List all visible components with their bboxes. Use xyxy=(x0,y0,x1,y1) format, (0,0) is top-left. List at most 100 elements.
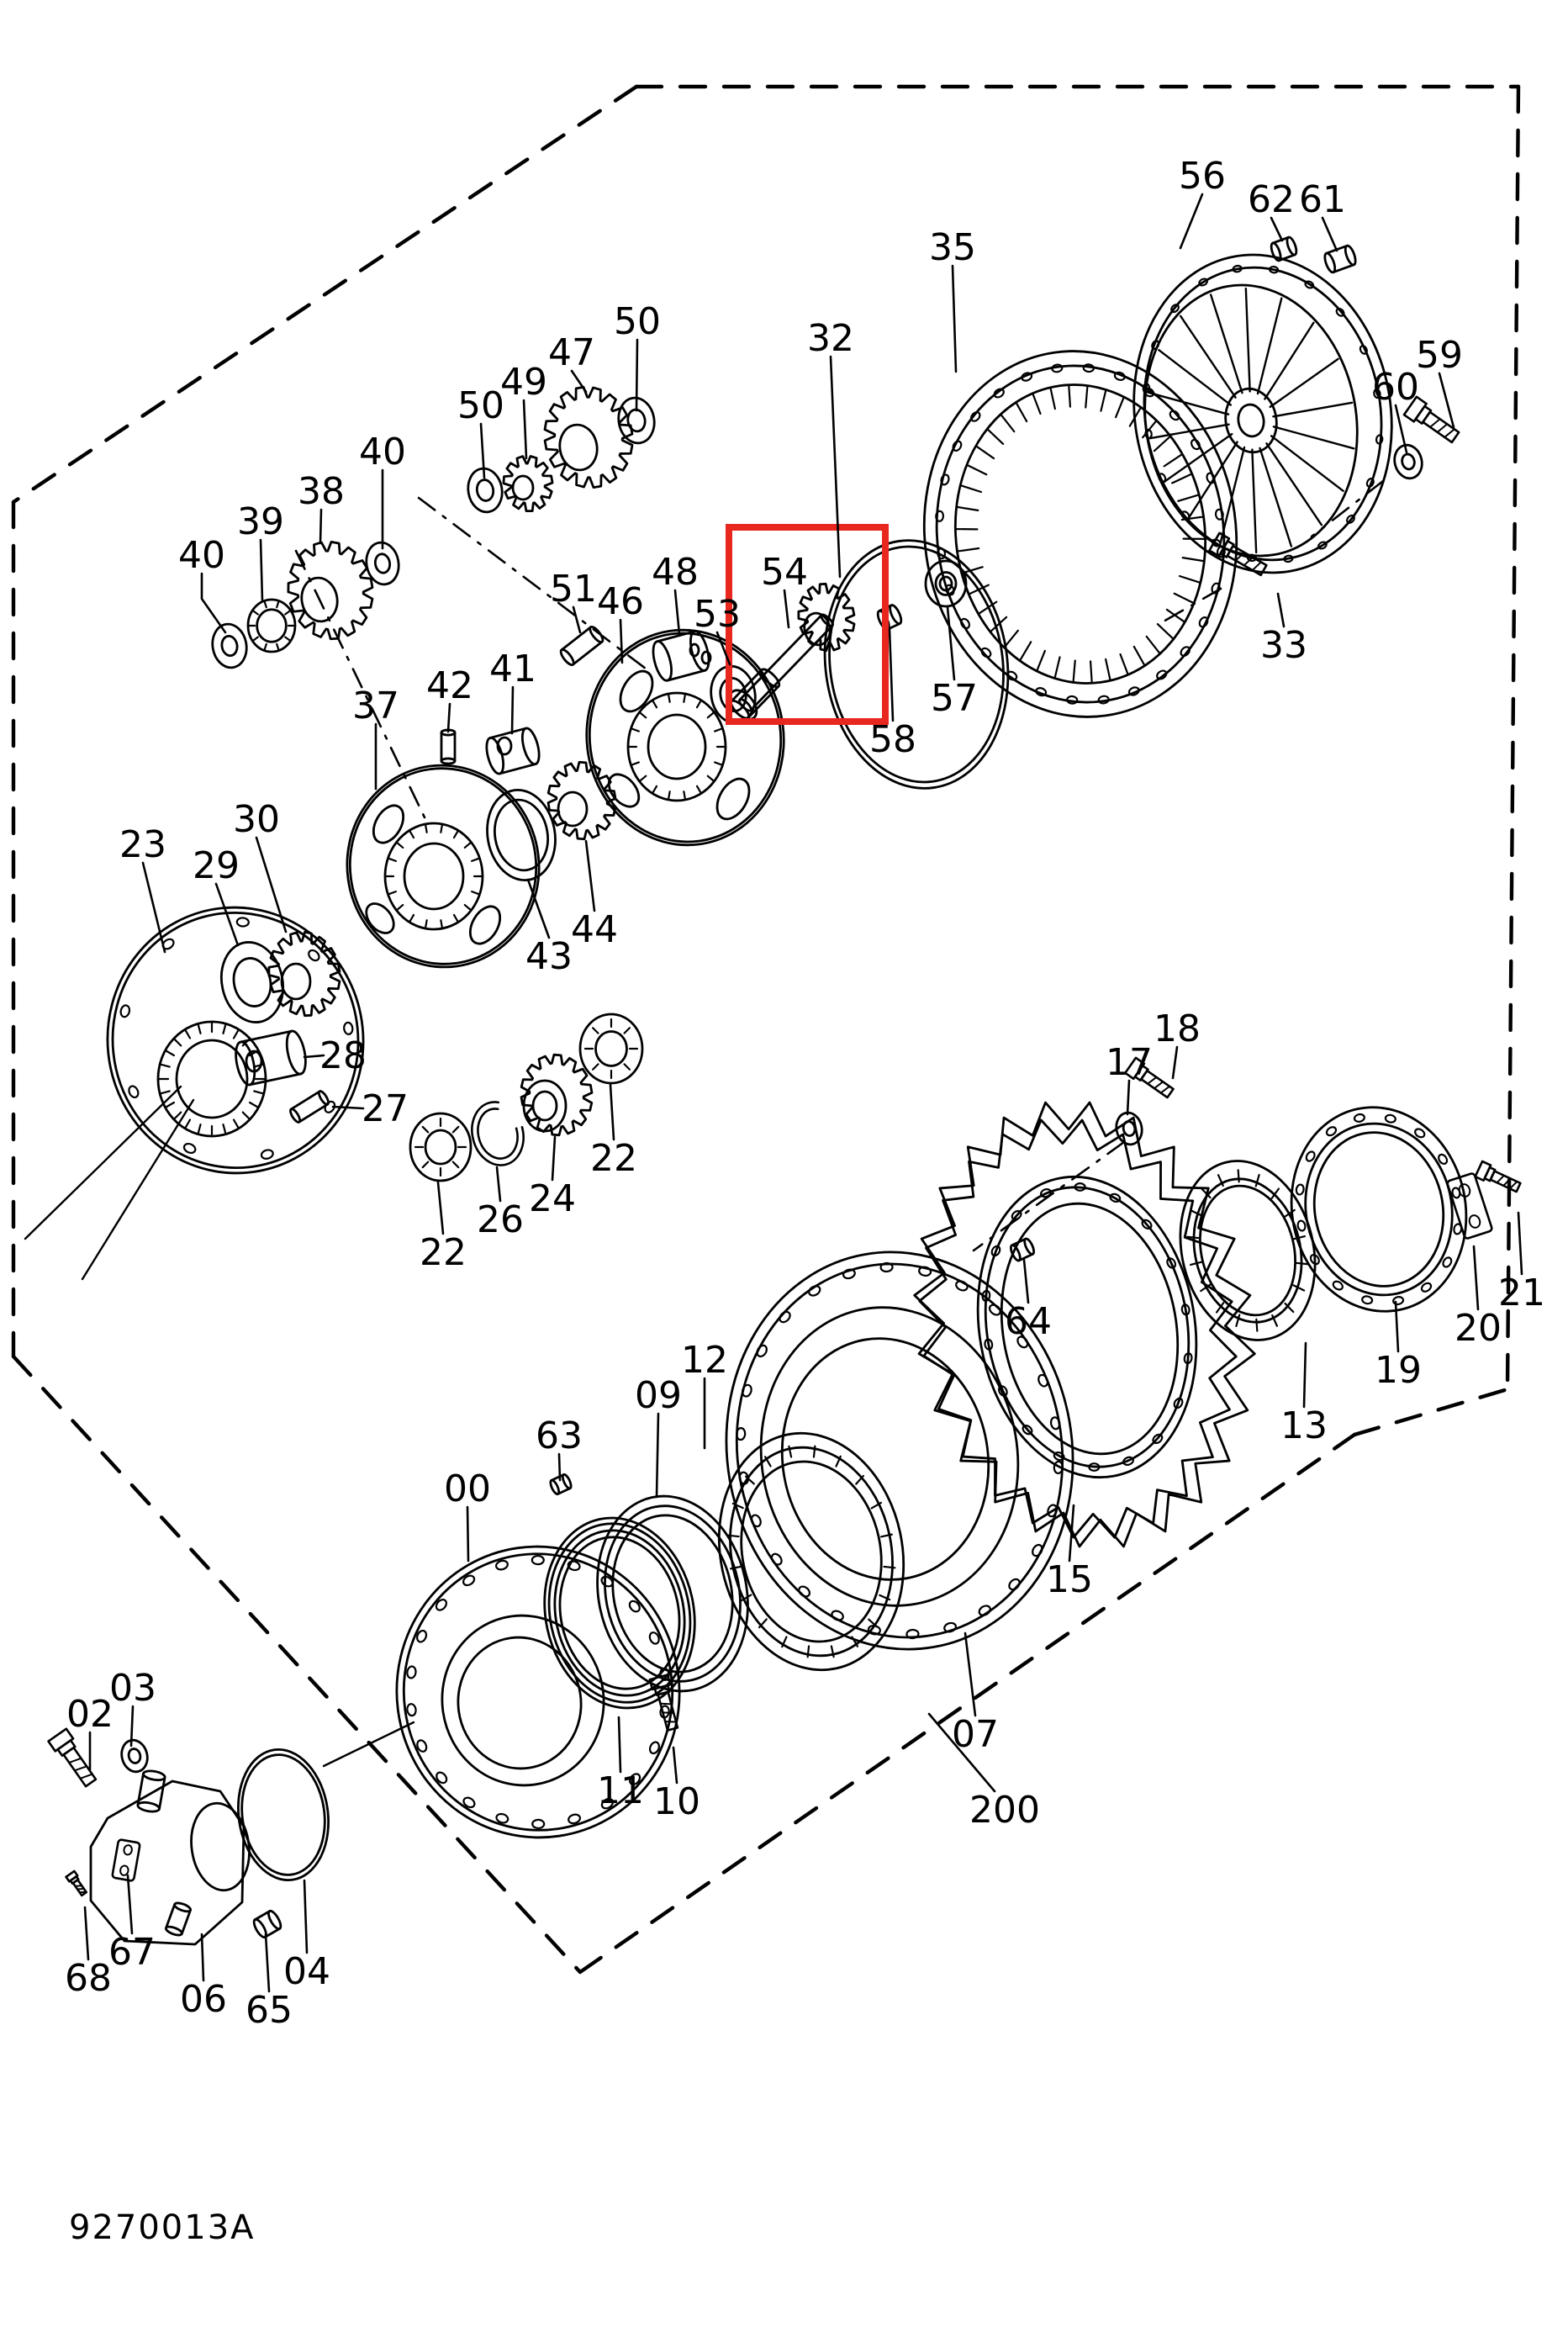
leader-19 xyxy=(1394,1300,1400,1353)
part-46-window xyxy=(715,777,751,821)
leader-22 xyxy=(436,1181,445,1235)
callout-00: 00 xyxy=(444,1467,491,1510)
part-56-spokes xyxy=(1147,287,1355,554)
callout-59: 59 xyxy=(1416,334,1463,377)
leader-43 xyxy=(526,878,551,939)
part-09-inner xyxy=(611,1514,734,1674)
axis-centerline xyxy=(972,1140,1126,1252)
leader-13 xyxy=(1302,1341,1307,1409)
leader-38 xyxy=(319,508,323,545)
part-30-bore xyxy=(280,962,312,1001)
callout-30: 30 xyxy=(233,798,280,841)
leader-18 xyxy=(1171,1045,1179,1080)
callout-44: 44 xyxy=(571,908,618,951)
callout-20: 20 xyxy=(1454,1307,1502,1350)
callout-43: 43 xyxy=(525,935,573,978)
part-22-balls xyxy=(414,1117,467,1177)
callout-10: 10 xyxy=(653,1780,700,1823)
part-27-pin xyxy=(289,1090,330,1124)
part-22-bearing xyxy=(409,1112,473,1182)
callout-29: 29 xyxy=(193,844,240,887)
part-28-cylinder xyxy=(235,1029,307,1087)
part-47-bore xyxy=(558,423,599,472)
part-23-gear-bore xyxy=(175,1039,249,1119)
callout-42: 42 xyxy=(426,664,473,707)
leader-22 xyxy=(609,1083,615,1141)
callout-54: 54 xyxy=(761,551,808,594)
part-49-pinion xyxy=(502,455,554,513)
leader-64 xyxy=(1022,1258,1030,1304)
part-10-bolt xyxy=(648,1674,679,1732)
part-35-ringgear xyxy=(922,350,1238,718)
callout-47: 47 xyxy=(548,331,595,374)
callout-40: 40 xyxy=(359,431,406,473)
part-61-plug xyxy=(1323,244,1357,274)
callout-19: 19 xyxy=(1375,1349,1422,1392)
part-09-seal xyxy=(596,1494,749,1693)
part-38-bore xyxy=(300,576,339,623)
part-12-rollers xyxy=(726,1445,896,1658)
part-15-hub-band xyxy=(976,1175,1198,1479)
part-07-bore xyxy=(780,1337,990,1581)
callout-49: 49 xyxy=(500,361,547,404)
part-51-pin xyxy=(559,626,604,666)
leader-21 xyxy=(1517,1211,1523,1276)
leader-33 xyxy=(1276,592,1286,628)
leader-50 xyxy=(479,422,486,479)
part-56-hub xyxy=(1224,387,1278,454)
callout-64: 64 xyxy=(1005,1300,1052,1343)
part-13-bore xyxy=(1198,1184,1297,1317)
callout-02: 02 xyxy=(66,1693,114,1736)
callout-51: 51 xyxy=(550,568,597,611)
assembly-boundary-dashed xyxy=(1352,1387,1510,1437)
part-11-seal xyxy=(543,1516,696,1710)
part-40-washer xyxy=(211,622,248,669)
part-68-bolt xyxy=(65,1869,88,1897)
part-46-hub xyxy=(626,691,727,802)
callout-12: 12 xyxy=(681,1339,728,1382)
leader-04 xyxy=(303,1879,309,1954)
callout-03: 03 xyxy=(109,1667,156,1710)
part-22-balls xyxy=(583,1018,639,1080)
callout-63: 63 xyxy=(536,1415,583,1457)
callout-22: 22 xyxy=(420,1231,467,1274)
leader-200 xyxy=(927,1712,996,1793)
part-07-housing xyxy=(725,1251,1074,1651)
leader-09 xyxy=(655,1412,660,1499)
part-57-bearing xyxy=(924,559,968,608)
callout-37: 37 xyxy=(352,685,399,727)
leader-60 xyxy=(1394,404,1408,454)
callout-38: 38 xyxy=(298,470,345,513)
leader-06 xyxy=(200,1933,205,1982)
axis-centerline xyxy=(417,496,647,670)
part-53-race xyxy=(710,664,757,725)
part-18-bolt xyxy=(1124,1056,1175,1099)
assembly-boundary-dashed xyxy=(578,1432,1357,1975)
part-50-washer xyxy=(467,467,504,514)
leader-65 xyxy=(264,1933,271,1993)
callout-15: 15 xyxy=(1046,1558,1093,1601)
leader-48 xyxy=(673,589,681,636)
part-19-bore xyxy=(1312,1131,1445,1288)
leader-53 xyxy=(715,631,731,666)
leader-56 xyxy=(1179,193,1204,250)
leader-63 xyxy=(557,1452,562,1482)
part-00-flange xyxy=(395,1545,681,1839)
part-15-sprocket-back xyxy=(918,1118,1238,1539)
part-54-shaft xyxy=(738,613,834,712)
callout-35: 35 xyxy=(929,226,976,269)
callout-04: 04 xyxy=(283,1950,330,1993)
leader-44 xyxy=(584,839,596,912)
callout-21: 21 xyxy=(1498,1272,1545,1314)
part-37-spline xyxy=(383,822,484,930)
callout-68: 68 xyxy=(65,1957,112,2000)
part-47-gear xyxy=(543,385,634,489)
callout-48: 48 xyxy=(652,551,699,594)
part-13-rollers xyxy=(1186,1169,1309,1332)
callout-13: 13 xyxy=(1280,1404,1328,1447)
leader-46 xyxy=(619,618,624,664)
leader-67 xyxy=(126,1874,134,1935)
callout-60: 60 xyxy=(1372,366,1419,409)
leader-39 xyxy=(259,538,264,602)
